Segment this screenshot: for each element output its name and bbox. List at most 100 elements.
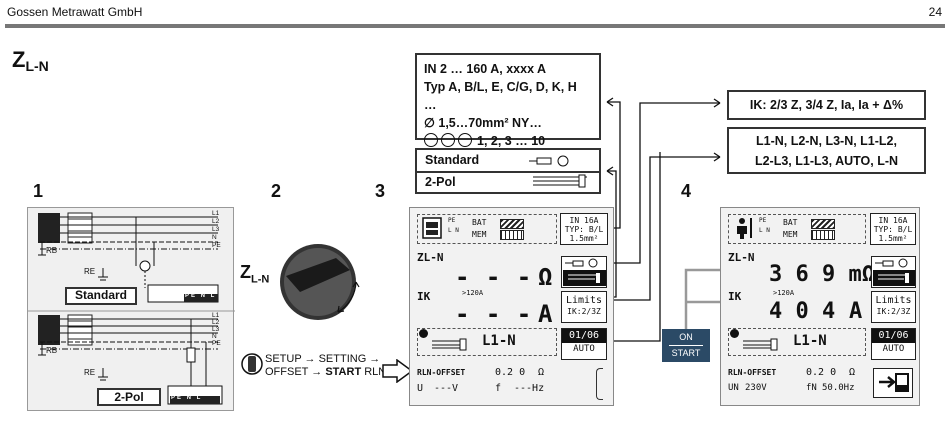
battery-label-4: BAT	[783, 218, 798, 227]
line-selector-area-4	[728, 328, 866, 356]
ik-unit-4: A	[849, 299, 863, 324]
frequency-value: ---Hz	[514, 383, 545, 394]
un-value: 230V	[745, 383, 767, 393]
line-counter-button-4[interactable]: 01/06 AUTO	[871, 328, 916, 360]
frequency-label: f	[495, 383, 502, 394]
ik-sub-4: >120A	[773, 289, 795, 297]
rln-label-4: RLN-OFFSET	[728, 368, 777, 377]
cable-cross-section: ∅ 1,5…70mm² NY…	[424, 116, 542, 130]
zl-label: ZL-N	[417, 251, 444, 264]
rb-label-a: RB	[46, 246, 58, 255]
rln-unit-4: Ω	[849, 367, 856, 378]
rln-value-4: 0.2 0	[806, 367, 837, 378]
on-start-button[interactable]: ON START	[662, 329, 710, 362]
probe-mode-button-4[interactable]	[871, 256, 916, 288]
header-rule	[5, 24, 945, 28]
mode-two-pol: 2-Pol	[425, 175, 456, 189]
battery-label: BAT	[472, 218, 487, 227]
probe-icons	[529, 155, 587, 188]
fuse-options-box: IN 2 … 160 A, xxxx A Typ A, B/L, E, C/G,…	[415, 53, 601, 148]
line-selector-area	[417, 328, 557, 356]
rln-label: RLN-OFFSET	[417, 368, 466, 377]
standard-label: Standard	[74, 288, 127, 302]
ik-unit: A	[538, 300, 553, 328]
step-4-number: 4	[681, 181, 692, 201]
page-number: 24	[928, 5, 942, 19]
standard-diagram	[38, 212, 219, 305]
fn-value: 50.0Hz	[822, 383, 855, 393]
memory-icon-4	[811, 230, 835, 240]
zl-value-4: 3 6 9 mΩ	[769, 262, 875, 287]
rotary-dial[interactable]	[278, 240, 362, 330]
ik-label: IK	[417, 290, 431, 303]
re-label-a: RE	[84, 267, 96, 276]
zl-label-4: ZL-N	[728, 251, 755, 264]
company-name: Gossen Metrawatt GmbH	[7, 5, 143, 19]
step-1-number: 1	[33, 181, 44, 201]
setup-instructions: SETUP → SETTING → OFFSET → START RLN	[265, 353, 387, 378]
voltage-value: ---V	[434, 383, 459, 394]
two-pol-diagram	[38, 314, 223, 406]
mode-standard: Standard	[425, 153, 480, 167]
page-title: ZL-N	[12, 47, 49, 74]
two-pol-label: 2-Pol	[114, 390, 144, 404]
battery-icon	[500, 219, 524, 229]
fuse-types: Typ A, B/L, E, C/G, D, K, H …	[424, 80, 577, 112]
ik-value-4: 4 0 4	[769, 299, 836, 324]
person-icon	[737, 218, 752, 239]
terminal-labels-a: PE N L	[185, 293, 217, 299]
dial-position-label: ZL-N	[240, 262, 270, 286]
fuse-current-range: IN 2 … 160 A, xxxx A	[424, 62, 547, 76]
rln-unit: Ω	[538, 367, 545, 378]
voltage-label: U	[417, 383, 424, 394]
rb-label-b: RB	[46, 346, 58, 355]
parallel-cables: 1, 2, 3 … 10	[424, 132, 592, 150]
status-area	[417, 214, 557, 244]
probe-line-icon-4	[743, 338, 778, 351]
zl-value: - - -	[455, 263, 533, 291]
terminal-labels-b: PE N L	[171, 395, 203, 401]
status-area-4	[728, 214, 866, 244]
re-label-b: RE	[84, 368, 96, 377]
selected-line: L1-N	[482, 333, 516, 349]
ik-value: - - -	[455, 300, 533, 328]
memory-label: MEM	[472, 230, 487, 239]
save-arrow-icon	[878, 373, 909, 392]
zl-unit: Ω	[538, 263, 553, 291]
un-label: UN	[728, 383, 739, 393]
info-icon-4	[730, 329, 739, 338]
probe-mode-button[interactable]	[561, 256, 607, 288]
line-options-box: L1-N, L2-N, L3-N, L1-L2, L2-L3, L1-L3, A…	[727, 127, 926, 174]
step-2-number: 2	[271, 181, 282, 201]
selected-line-4: L1-N	[793, 333, 827, 349]
step-3-number: 3	[375, 181, 386, 201]
line-counter-button[interactable]: 01/06 AUTO	[561, 328, 607, 360]
setup-knob-icon	[241, 353, 263, 375]
instrument-icon	[422, 217, 442, 239]
ik-label-4: IK	[728, 290, 742, 303]
ik-sub: >120A	[462, 289, 484, 297]
connection-mode-box: Standard 2-Pol	[415, 148, 601, 194]
ik-options-box: IK: 2/3 Z, 3/4 Z, Ia, Ia + Δ%	[727, 90, 926, 120]
memory-icon	[500, 230, 524, 240]
fn-label: fN	[806, 383, 817, 393]
bracket-icon	[596, 368, 603, 400]
next-arrow-icon	[382, 359, 414, 383]
memory-label-4: MEM	[783, 230, 798, 239]
probe-line-icon	[432, 338, 467, 351]
save-to-memory-button[interactable]	[873, 368, 913, 398]
connection-diagram-svg	[28, 212, 235, 406]
rln-value: 0.2 0	[495, 367, 526, 378]
battery-icon-4	[811, 219, 835, 229]
